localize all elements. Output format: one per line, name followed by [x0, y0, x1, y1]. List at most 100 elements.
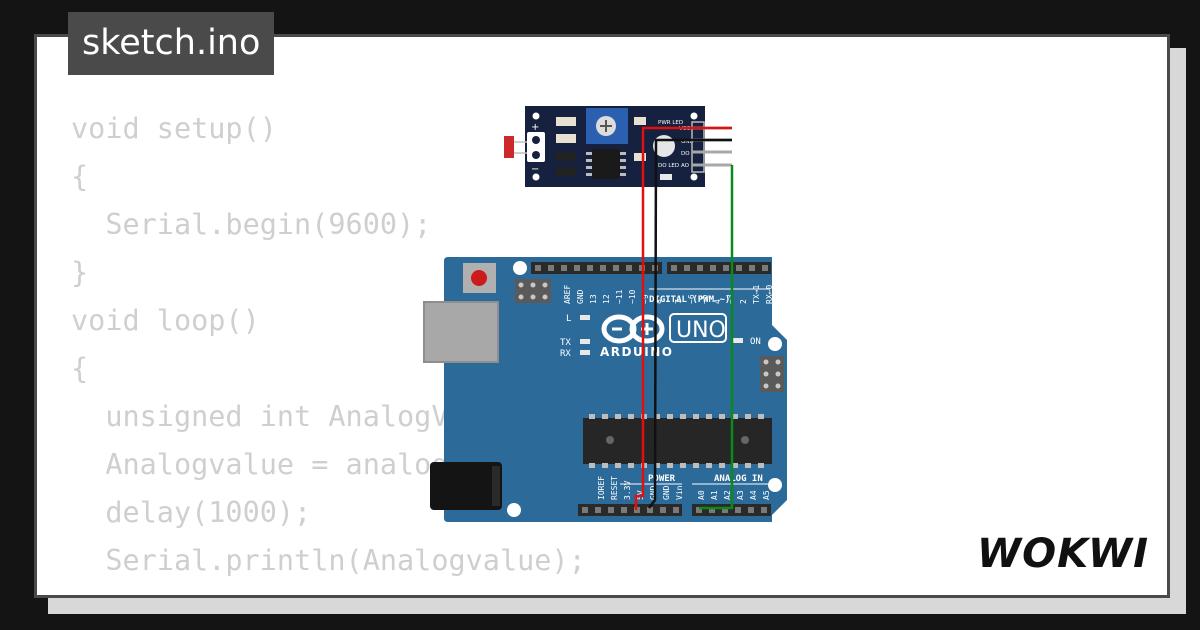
usb-port: [423, 301, 499, 363]
pin-label: 13: [589, 294, 598, 304]
code-line: }: [71, 256, 89, 289]
code-line: {: [71, 160, 89, 193]
pin-label: 4: [713, 299, 722, 304]
code-line: }: [71, 592, 88, 595]
pin-label: AREF: [563, 285, 572, 304]
icsp-header-small: [515, 279, 551, 303]
digital-pin-labels: AREF GND 13 12 ~11 ~10 ~9 8 7 ~6 ~5 4 ~3…: [563, 285, 774, 304]
pin-label: GND: [576, 289, 585, 304]
pin-label: 12: [602, 294, 611, 304]
pin-label: TX→1: [752, 285, 761, 304]
arduino-logo-icon: [601, 314, 665, 344]
pin-label: RESET: [610, 476, 619, 500]
reset-button-cap: [471, 270, 487, 286]
pin-label: 7: [674, 299, 683, 304]
sensor-hole: [532, 173, 540, 181]
pin-label: ~10: [628, 289, 637, 304]
power-jack-edge: [492, 466, 500, 506]
pin-label: ~9: [641, 294, 650, 304]
code-background: void setup() { Serial.begin(9600); } voi…: [71, 105, 603, 595]
smd-resistor: [556, 152, 576, 161]
do-led-label: DO LED: [658, 163, 679, 169]
digital-header: [531, 262, 771, 274]
led-on-label: ON: [750, 337, 761, 347]
sensor-hole: [690, 173, 698, 181]
sensor-plus-label: +: [531, 122, 539, 133]
power-analog-header: [578, 504, 771, 516]
pwr-led-label: PWR LED: [658, 120, 683, 126]
sensor-minus-label: −: [531, 164, 539, 175]
atmega-chip: [583, 414, 772, 468]
ldr-socket-hole: [532, 136, 540, 144]
led-l-label: L: [566, 314, 571, 324]
arduino-brand-text: ARDUINO: [600, 345, 673, 359]
pin-label: A2: [723, 490, 732, 500]
sensor-hole: [532, 112, 540, 120]
mount-hole: [768, 478, 782, 492]
smd-resistor: [556, 167, 576, 176]
pin-label: A5: [762, 490, 771, 500]
wires: [634, 126, 734, 510]
pin-label: GND: [649, 485, 658, 500]
power-jack: [430, 462, 502, 510]
sensor-hole: [690, 112, 698, 120]
led-rx-label: RX: [560, 349, 571, 359]
wokwi-logo-text: WOKWI: [977, 531, 1149, 576]
mount-hole: [513, 261, 527, 275]
code-line: void loop(): [71, 304, 260, 337]
smd-resistor: [556, 134, 576, 143]
pin-label: AO: [681, 163, 690, 169]
code-line: unsigned int AnalogValue;: [71, 400, 535, 433]
pin-label: ~11: [615, 289, 624, 304]
digital-label: DIGITAL (PWM ~): [649, 295, 730, 305]
wire-signal-a0[interactable]: [699, 165, 734, 510]
led-rx: [580, 350, 590, 355]
pin-label: 2: [739, 299, 748, 304]
pin-label: GND: [662, 485, 671, 500]
code-line: {: [71, 352, 89, 385]
sketch-title: sketch.ino: [68, 12, 275, 75]
do-led: [660, 174, 672, 180]
pin-label: ~3: [726, 294, 735, 304]
code-line: delay(1000);: [71, 496, 312, 529]
pin-label: 3.3V: [623, 481, 632, 500]
comparator-chip: [586, 149, 626, 179]
pin-label: IOREF: [597, 476, 606, 500]
pin-label: DO: [681, 151, 690, 157]
pin-label: A4: [749, 490, 758, 500]
smd-resistor: [634, 117, 646, 125]
pin-label: RX←0: [765, 285, 774, 304]
led-on: [733, 338, 743, 343]
smd-resistor: [556, 117, 576, 126]
uno-logo-box: [669, 313, 727, 343]
led-tx: [580, 339, 590, 344]
pin-label: A1: [710, 490, 719, 500]
pin-label: ~6: [687, 294, 696, 304]
wire-vcc-5v[interactable]: [634, 126, 732, 510]
uno-logo-text: UNO: [676, 318, 726, 343]
pin-label: Vin: [675, 485, 684, 500]
smd-resistor: [634, 153, 646, 161]
led-tx-label: TX: [560, 338, 571, 348]
sensor-header: [691, 121, 705, 173]
wokwi-logo: WOKWI: [977, 531, 1149, 576]
pin-label: A0: [697, 490, 706, 500]
wire-gnd[interactable]: [648, 138, 732, 509]
icsp-header-right: [760, 356, 784, 392]
analog-label: ANALOG IN: [714, 474, 763, 484]
power-label: POWER: [648, 474, 676, 484]
analog-pin-labels: A0 A1 A2 A3 A4 A5: [697, 490, 771, 500]
led-l: [580, 315, 590, 320]
pin-label: ~5: [700, 294, 709, 304]
pin-label: GND: [681, 139, 694, 145]
ldr-sensor-module[interactable]: + − PWR LED DO LED VCC GND DO: [504, 106, 732, 187]
mount-hole: [768, 337, 782, 351]
photoresistor-icon: [504, 136, 514, 158]
pin-label: 8: [654, 299, 663, 304]
ldr-socket: [527, 132, 545, 162]
code-line: Serial.begin(9600);: [71, 208, 432, 241]
pin-label: A3: [736, 490, 745, 500]
arduino-uno-board[interactable]: AREF GND 13 12 ~11 ~10 ~9 8 7 ~6 ~5 4 ~3…: [423, 257, 787, 522]
code-line: Serial.println(Analogvalue);: [71, 544, 586, 577]
